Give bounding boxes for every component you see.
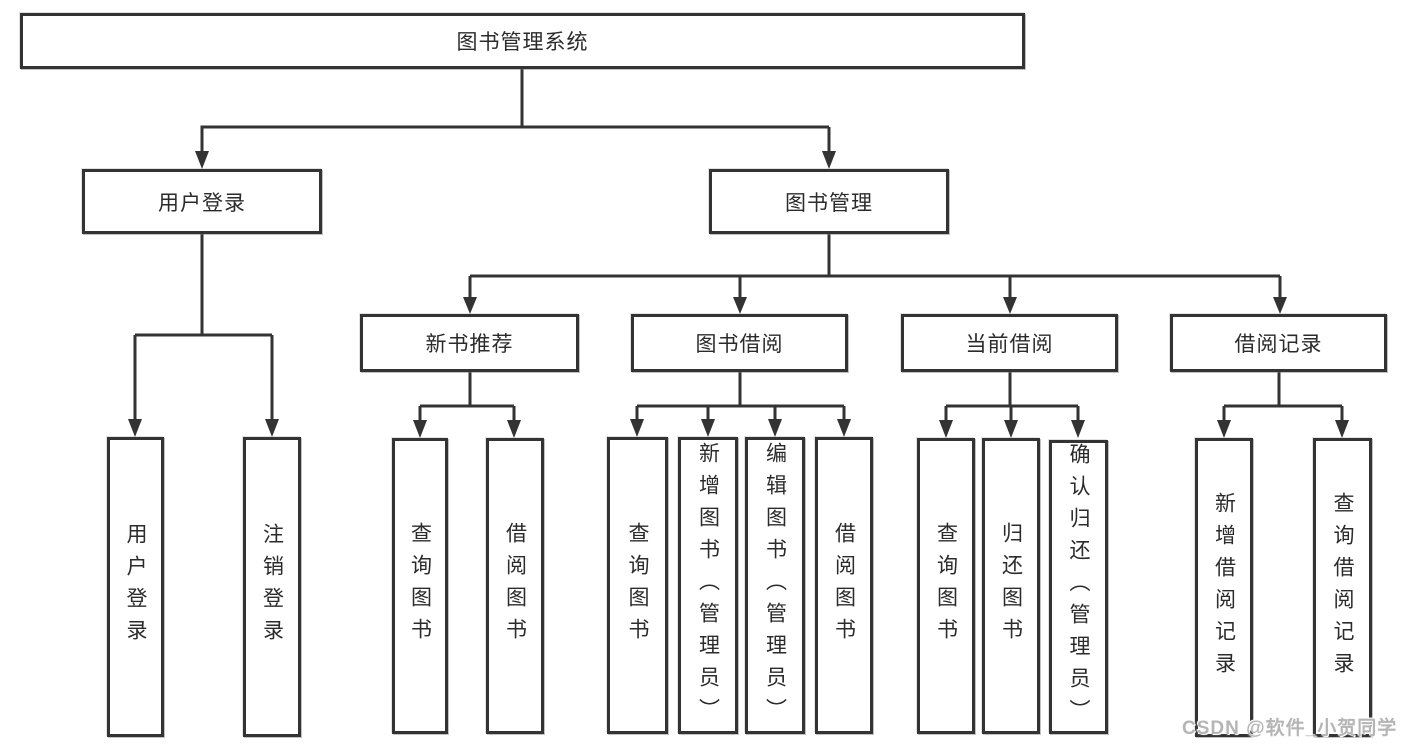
node-user-login: 用户登录	[82, 169, 322, 234]
node-label: 注销登录	[260, 523, 284, 651]
leaf-bb-edit-books-admin: 编辑图书（管理员）	[745, 437, 805, 734]
node-book-borrow: 图书借阅	[631, 314, 848, 372]
arrowheads	[128, 151, 1349, 438]
node-label: 借阅记录	[1234, 333, 1323, 356]
node-label: 新增借阅记录	[1212, 491, 1236, 684]
node-label: 编辑图书（管理员）	[763, 441, 787, 730]
leaf-bb-query-books: 查询图书	[607, 437, 668, 734]
leaf-cb-query-books: 查询图书	[917, 438, 975, 734]
node-root-library-system: 图书管理系统	[20, 13, 1025, 69]
node-label: 新增图书（管理员）	[696, 441, 720, 730]
node-label: 用户登录	[124, 523, 147, 651]
leaf-logout: 注销登录	[243, 437, 301, 737]
node-label: 归还图书	[999, 522, 1023, 650]
leaf-user-login: 用户登录	[107, 437, 164, 737]
leaf-bb-borrow-books: 借阅图书	[815, 437, 873, 734]
node-label: 查询图书	[408, 522, 432, 650]
leaf-bb-add-books-admin: 新增图书（管理员）	[678, 437, 738, 734]
node-label: 借阅图书	[503, 522, 527, 650]
node-label: 图书管理系统	[456, 31, 589, 54]
csdn-watermark: CSDN @软件_小贺同学	[1182, 718, 1398, 739]
leaf-br-add-record: 新增借阅记录	[1195, 438, 1253, 737]
node-label: 当前借阅	[965, 333, 1054, 356]
leaf-br-query-record: 查询借阅记录	[1313, 438, 1372, 737]
node-new-book-recommend: 新书推荐	[360, 314, 579, 372]
node-borrow-records: 借阅记录	[1170, 314, 1387, 372]
node-label: 查询图书	[626, 521, 649, 650]
node-current-borrow: 当前借阅	[901, 314, 1118, 372]
leaf-cb-return-books: 归还图书	[982, 438, 1040, 734]
node-label: 确认归还（管理员）	[1067, 443, 1090, 731]
node-label: 图书管理	[785, 191, 873, 215]
node-label: 用户登录	[158, 191, 246, 215]
leaf-nb-borrow-books: 借阅图书	[486, 438, 544, 734]
node-label: 新书推荐	[425, 333, 514, 356]
node-label: 查询图书	[934, 522, 958, 650]
leaf-nb-query-books: 查询图书	[392, 438, 448, 734]
node-label: 图书借阅	[695, 333, 784, 356]
node-book-management: 图书管理	[709, 169, 949, 234]
leaf-cb-confirm-return-admin: 确认归还（管理员）	[1049, 440, 1108, 734]
node-label: 借阅图书	[832, 521, 856, 650]
node-label: 查询借阅记录	[1331, 491, 1354, 684]
